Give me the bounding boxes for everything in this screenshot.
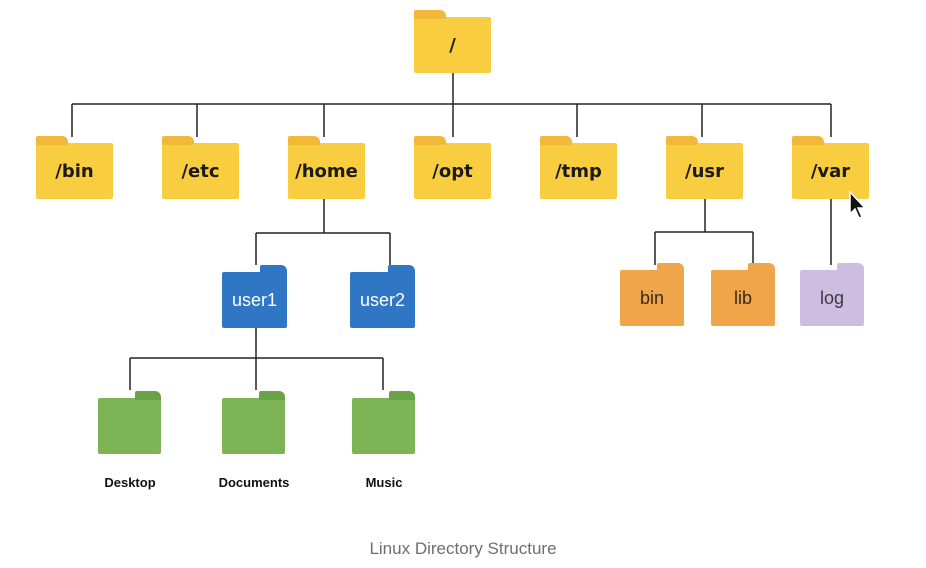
- folder-documents[interactable]: [222, 391, 285, 454]
- folder-tab: [657, 263, 684, 272]
- folder-tab: [162, 136, 195, 145]
- folder-tab: [388, 391, 415, 400]
- folder-var-log-label: log: [819, 287, 845, 308]
- folder-desktop[interactable]: [98, 391, 161, 454]
- folder-opt[interactable]: /opt: [414, 136, 491, 199]
- folder-usr-lib[interactable]: lib: [711, 263, 775, 326]
- folder-home-label: /home: [295, 160, 358, 182]
- folder-var[interactable]: /var: [792, 136, 869, 199]
- folder-etc-label: /etc: [181, 160, 220, 182]
- folder-bin-label: /bin: [55, 160, 94, 182]
- folder-tab: [258, 391, 285, 400]
- folder-music[interactable]: [352, 391, 415, 454]
- folder-tab: [792, 136, 825, 145]
- folder-tmp[interactable]: /tmp: [540, 136, 617, 199]
- folder-documents-label: Documents: [218, 475, 290, 490]
- folder-var-label: /var: [810, 160, 851, 182]
- folder-tab: [837, 263, 864, 272]
- root-folder-label: /: [449, 34, 456, 56]
- folder-usr-bin-label: bin: [639, 287, 665, 308]
- folder-desktop-label: Desktop: [104, 475, 156, 490]
- folder-user2[interactable]: user2: [350, 265, 415, 328]
- folder-bin[interactable]: /bin: [36, 136, 113, 199]
- folder-home[interactable]: /home: [288, 136, 365, 199]
- folder-opt-label: /opt: [432, 160, 473, 182]
- folder-tab: [414, 136, 447, 145]
- folder-music-label: Music: [365, 475, 403, 490]
- mouse-pointer-icon: [849, 190, 867, 219]
- folder-usr-label: /usr: [685, 160, 724, 182]
- folder-usr[interactable]: /usr: [666, 136, 743, 199]
- folder-tab: [748, 263, 775, 272]
- folder-tab: [259, 265, 287, 274]
- folder-user2-label: user2: [359, 289, 406, 310]
- folder-user1-label: user1: [231, 289, 278, 310]
- folder-user1[interactable]: user1: [222, 265, 287, 328]
- folder-tab: [288, 136, 321, 145]
- folder-tab: [414, 10, 447, 19]
- folder-tab: [36, 136, 69, 145]
- folder-usr-bin[interactable]: bin: [620, 263, 684, 326]
- folder-var-log[interactable]: log: [800, 263, 864, 326]
- folder-usr-lib-label: lib: [733, 287, 752, 308]
- folder-tab: [666, 136, 699, 145]
- folder-etc[interactable]: /etc: [162, 136, 239, 199]
- folder-tab: [387, 265, 415, 274]
- root-folder[interactable]: /: [414, 10, 491, 73]
- folder-tmp-label: /tmp: [555, 160, 602, 182]
- folder-tab: [540, 136, 573, 145]
- folder-tab: [134, 391, 161, 400]
- diagram-caption: Linux Directory Structure: [369, 539, 557, 558]
